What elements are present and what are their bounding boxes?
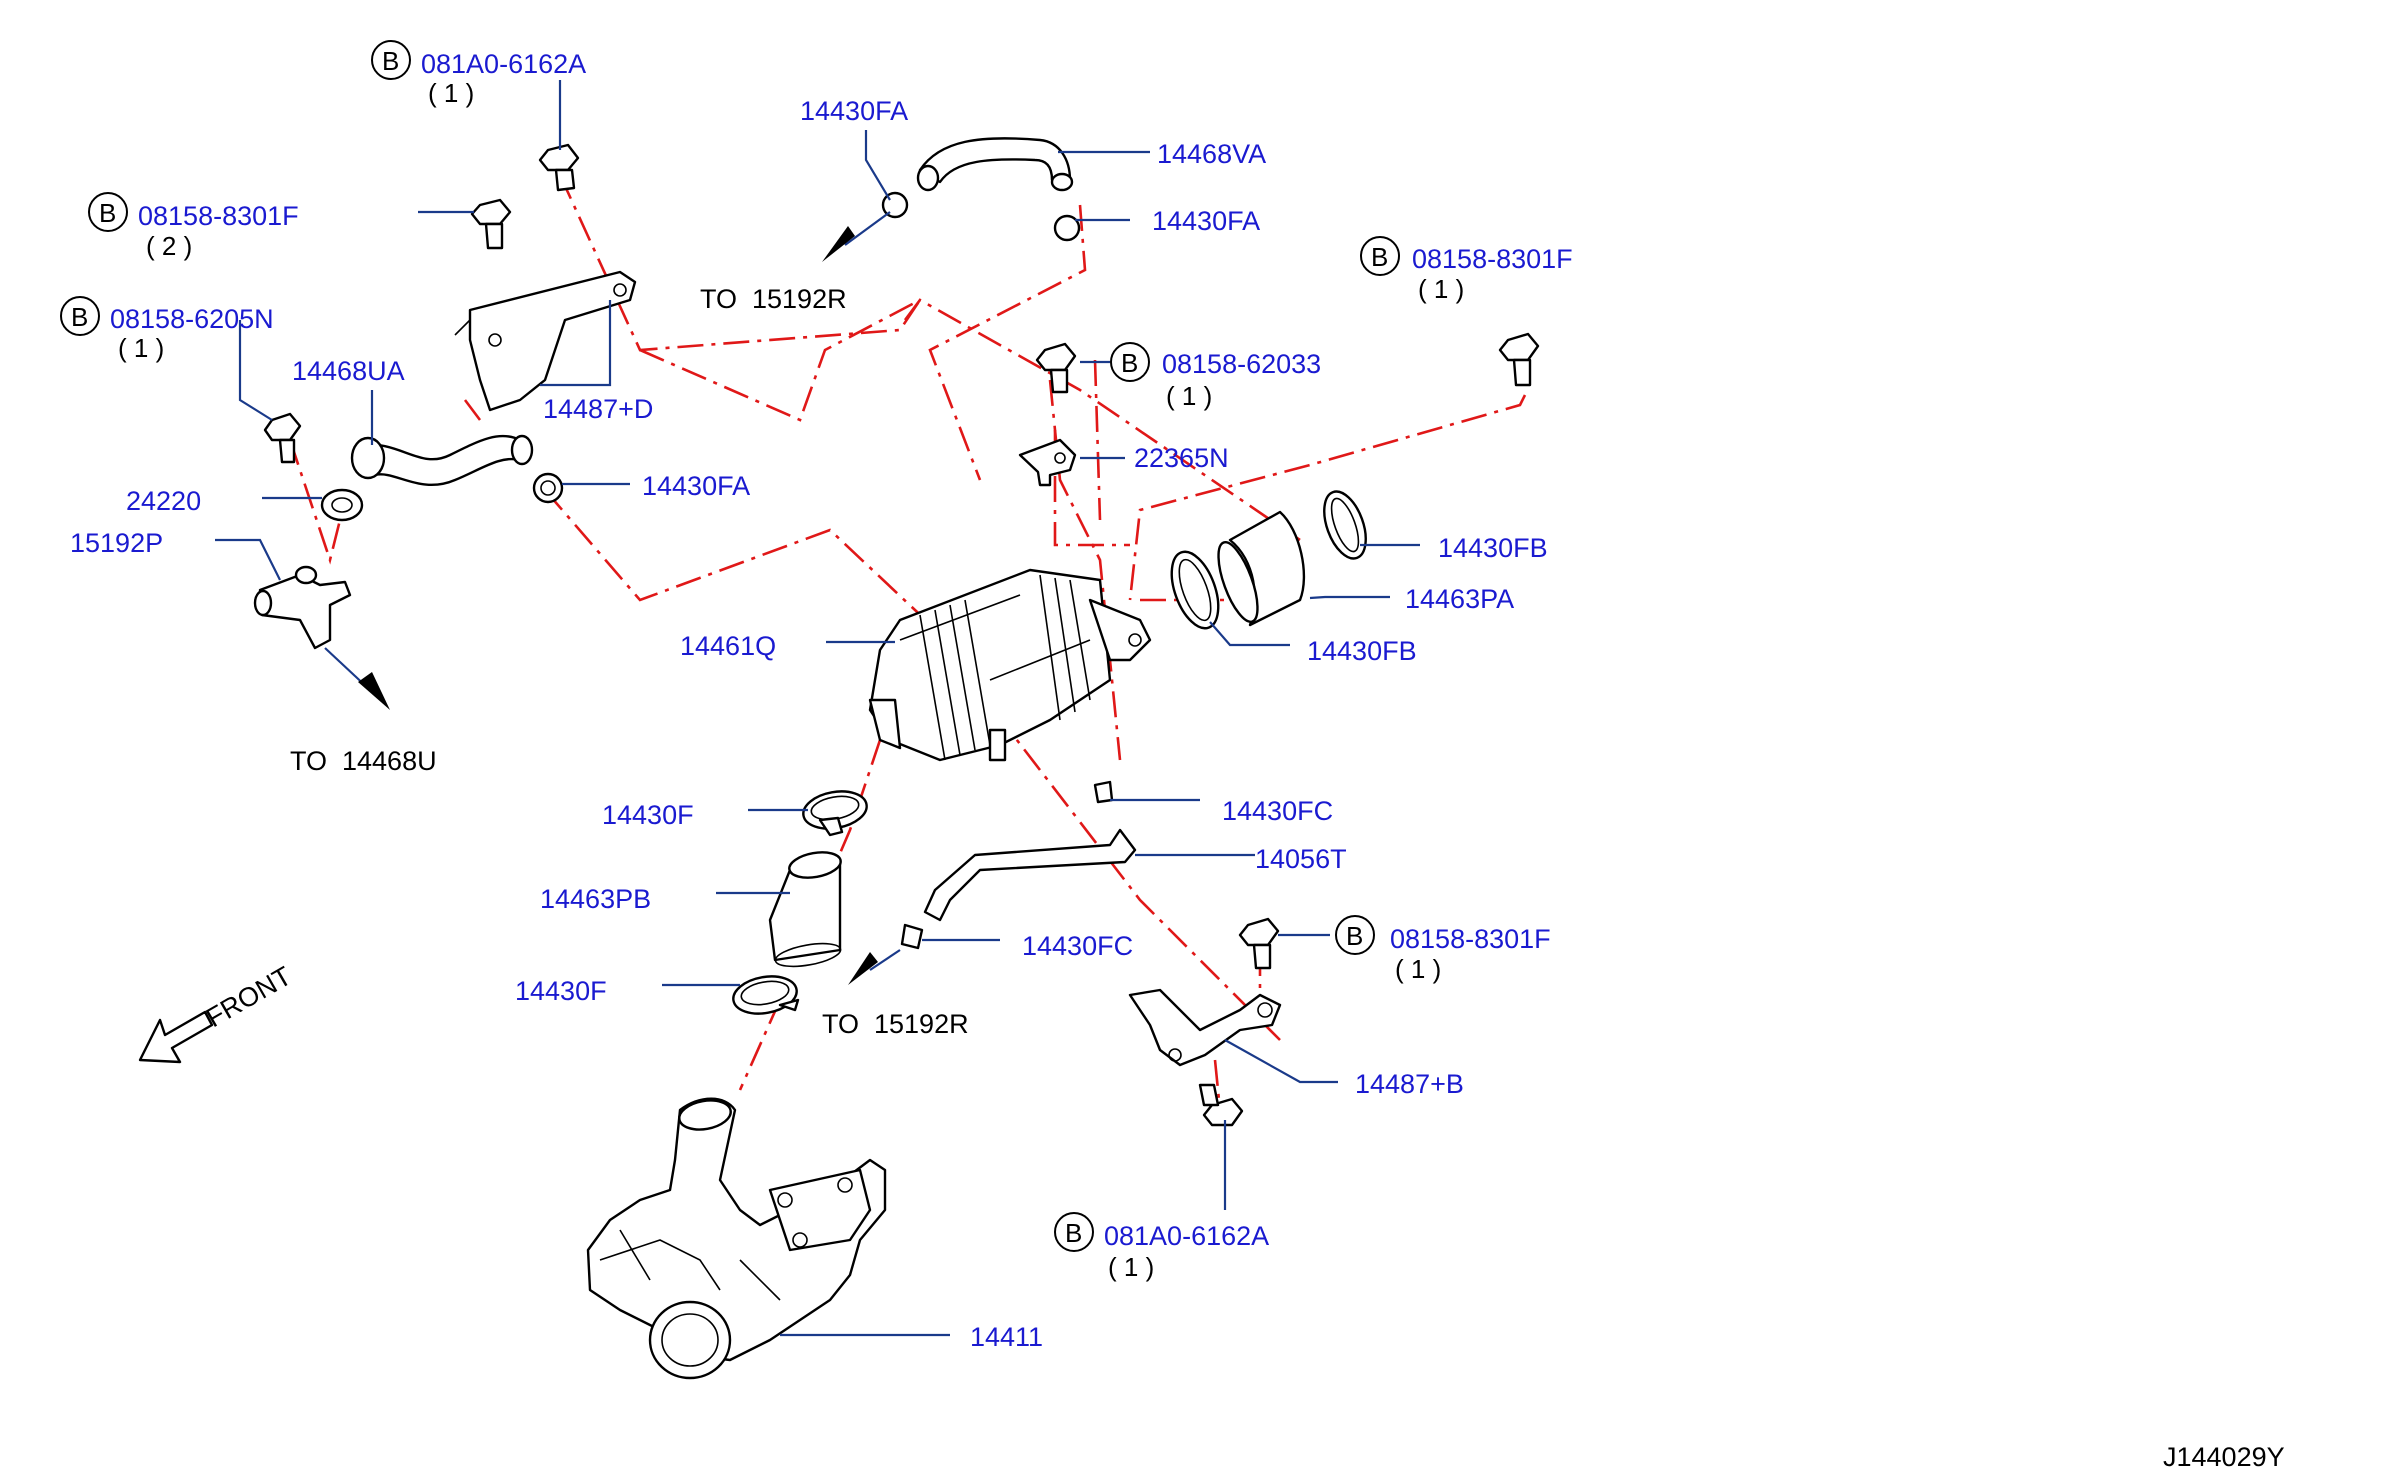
clamp-14430fa-right (1053, 214, 1081, 242)
bolt-right-top (1498, 332, 1540, 387)
label-to-15192r-bottom: TO 15192R (822, 1009, 969, 1039)
svg-text:B: B (99, 198, 116, 228)
label-14468va: 14468VA (1157, 139, 1266, 169)
label-24220: 24220 (126, 486, 201, 516)
label-14430fb-bottom: 14430FB (1307, 636, 1417, 666)
bolt-badges: B B B B B B B (60, 40, 1400, 1252)
svg-text:B: B (1065, 1218, 1082, 1248)
svg-text:B: B (71, 302, 88, 332)
svg-text:B: B (1121, 348, 1138, 378)
clamp-14430f-top (802, 790, 868, 837)
label-08158-8301f-2: 08158-8301F (138, 201, 299, 231)
label-14411: 14411 (970, 1322, 1043, 1352)
svg-text:B: B (1371, 242, 1388, 272)
fitting-14430fc-top (1093, 780, 1114, 804)
bolt-08158-6205n (263, 412, 302, 464)
clamp-14430fa-left (532, 472, 564, 504)
label-08158-8301f-right: 08158-8301F (1412, 244, 1573, 274)
label-08158-6205n: 08158-6205N (110, 304, 274, 334)
bracket-14487b (1128, 988, 1282, 1067)
label-14056t: 14056T (1255, 844, 1347, 874)
badge-081a0-bottom: B (1054, 1212, 1094, 1252)
intercooler-14461q (868, 568, 1152, 762)
label-14487b: 14487+B (1355, 1069, 1464, 1099)
label-14463pa: 14463PA (1405, 584, 1514, 614)
leader-lines (215, 80, 1420, 1337)
bolt-lower-right-top (1238, 917, 1280, 970)
badge-08158-2: B (88, 192, 128, 232)
clamp-14430fb-bottom (1170, 550, 1220, 630)
diagram-id: J144029Y (2163, 1442, 2285, 1472)
qty-08158-8301f-lower: ( 1 ) (1395, 954, 1441, 984)
qty-08158-6205n: ( 1 ) (118, 333, 164, 363)
bolt-upper-left (470, 198, 512, 250)
label-081a0-bottom: 081A0-6162A (1104, 1221, 1269, 1251)
label-14487d: 14487+D (543, 394, 653, 424)
clamp-14430fb-top (1323, 490, 1367, 560)
badge-08158-62033: B (1110, 342, 1150, 382)
svg-text:B: B (382, 46, 399, 76)
label-14430fa-left: 14430FA (642, 471, 750, 501)
clamp-14430f-bottom (732, 975, 800, 1015)
label-15192p: 15192P (70, 528, 163, 558)
bolt-08158-62033 (1035, 342, 1077, 394)
label-to-14468u: TO 14468U (290, 746, 437, 776)
bolt-lower-right-bottom (1198, 1083, 1244, 1127)
label-14463pb: 14463PB (540, 884, 651, 914)
label-14430fc-bottom: 14430FC (1022, 931, 1133, 961)
qty-081a0-bottom: ( 1 ) (1108, 1252, 1154, 1282)
label-081a0-top: 081A0-6162A (421, 49, 586, 79)
bolt-top-center (538, 143, 580, 192)
badge-08158-lower: B (1335, 915, 1375, 955)
label-08158-8301f-lower: 08158-8301F (1390, 924, 1551, 954)
bracket-14487d (454, 270, 637, 412)
turbocharger-14411 (586, 1097, 887, 1380)
badge-08158-right: B (1360, 236, 1400, 276)
hose-14468va (916, 137, 1074, 192)
qty-08158-8301f-right: ( 1 ) (1418, 274, 1464, 304)
clip-24220 (320, 488, 364, 522)
label-to-15192r-top: TO 15192R (700, 284, 847, 314)
hose-14463pb (768, 851, 842, 968)
hose-14463pa (1217, 510, 1306, 627)
label-14430f-bottom: 14430F (515, 976, 607, 1006)
part-labels: 081A0-6162A ( 1 ) 08158-8301F ( 2 ) 0815… (70, 49, 2285, 1472)
badge-08158-6205: B (60, 296, 100, 336)
arrow-to-14468u (324, 647, 390, 710)
svg-text:B: B (1346, 921, 1363, 951)
badge-081a0-top: B (371, 40, 411, 80)
label-14430f-top: 14430F (602, 800, 694, 830)
label-08158-62033: 08158-62033 (1162, 349, 1321, 379)
label-14468ua: 14468UA (292, 356, 405, 386)
qty-081a0-top: ( 1 ) (428, 78, 474, 108)
label-14430fb-top: 14430FB (1438, 533, 1548, 563)
arrow-to-15192r-bottom (848, 949, 901, 985)
label-14430fc-top: 14430FC (1222, 796, 1333, 826)
label-14430fa-right: 14430FA (1152, 206, 1260, 236)
front-label: FRONT (201, 961, 297, 1033)
sensor-22365n (1018, 438, 1077, 487)
label-22365n: 22365N (1134, 443, 1229, 473)
front-arrow: FRONT (138, 961, 297, 1064)
hose-14468ua (350, 434, 534, 486)
hose-14056t (923, 828, 1137, 922)
fitting-14430fc-bottom (900, 923, 924, 950)
label-14430fa-top: 14430FA (800, 96, 908, 126)
label-14461q: 14461Q (680, 631, 776, 661)
qty-08158-62033: ( 1 ) (1166, 381, 1212, 411)
fitting-15192p (253, 565, 352, 650)
qty-08158-8301f-2: ( 2 ) (146, 231, 192, 261)
arrow-to-15192r-top (822, 211, 891, 262)
